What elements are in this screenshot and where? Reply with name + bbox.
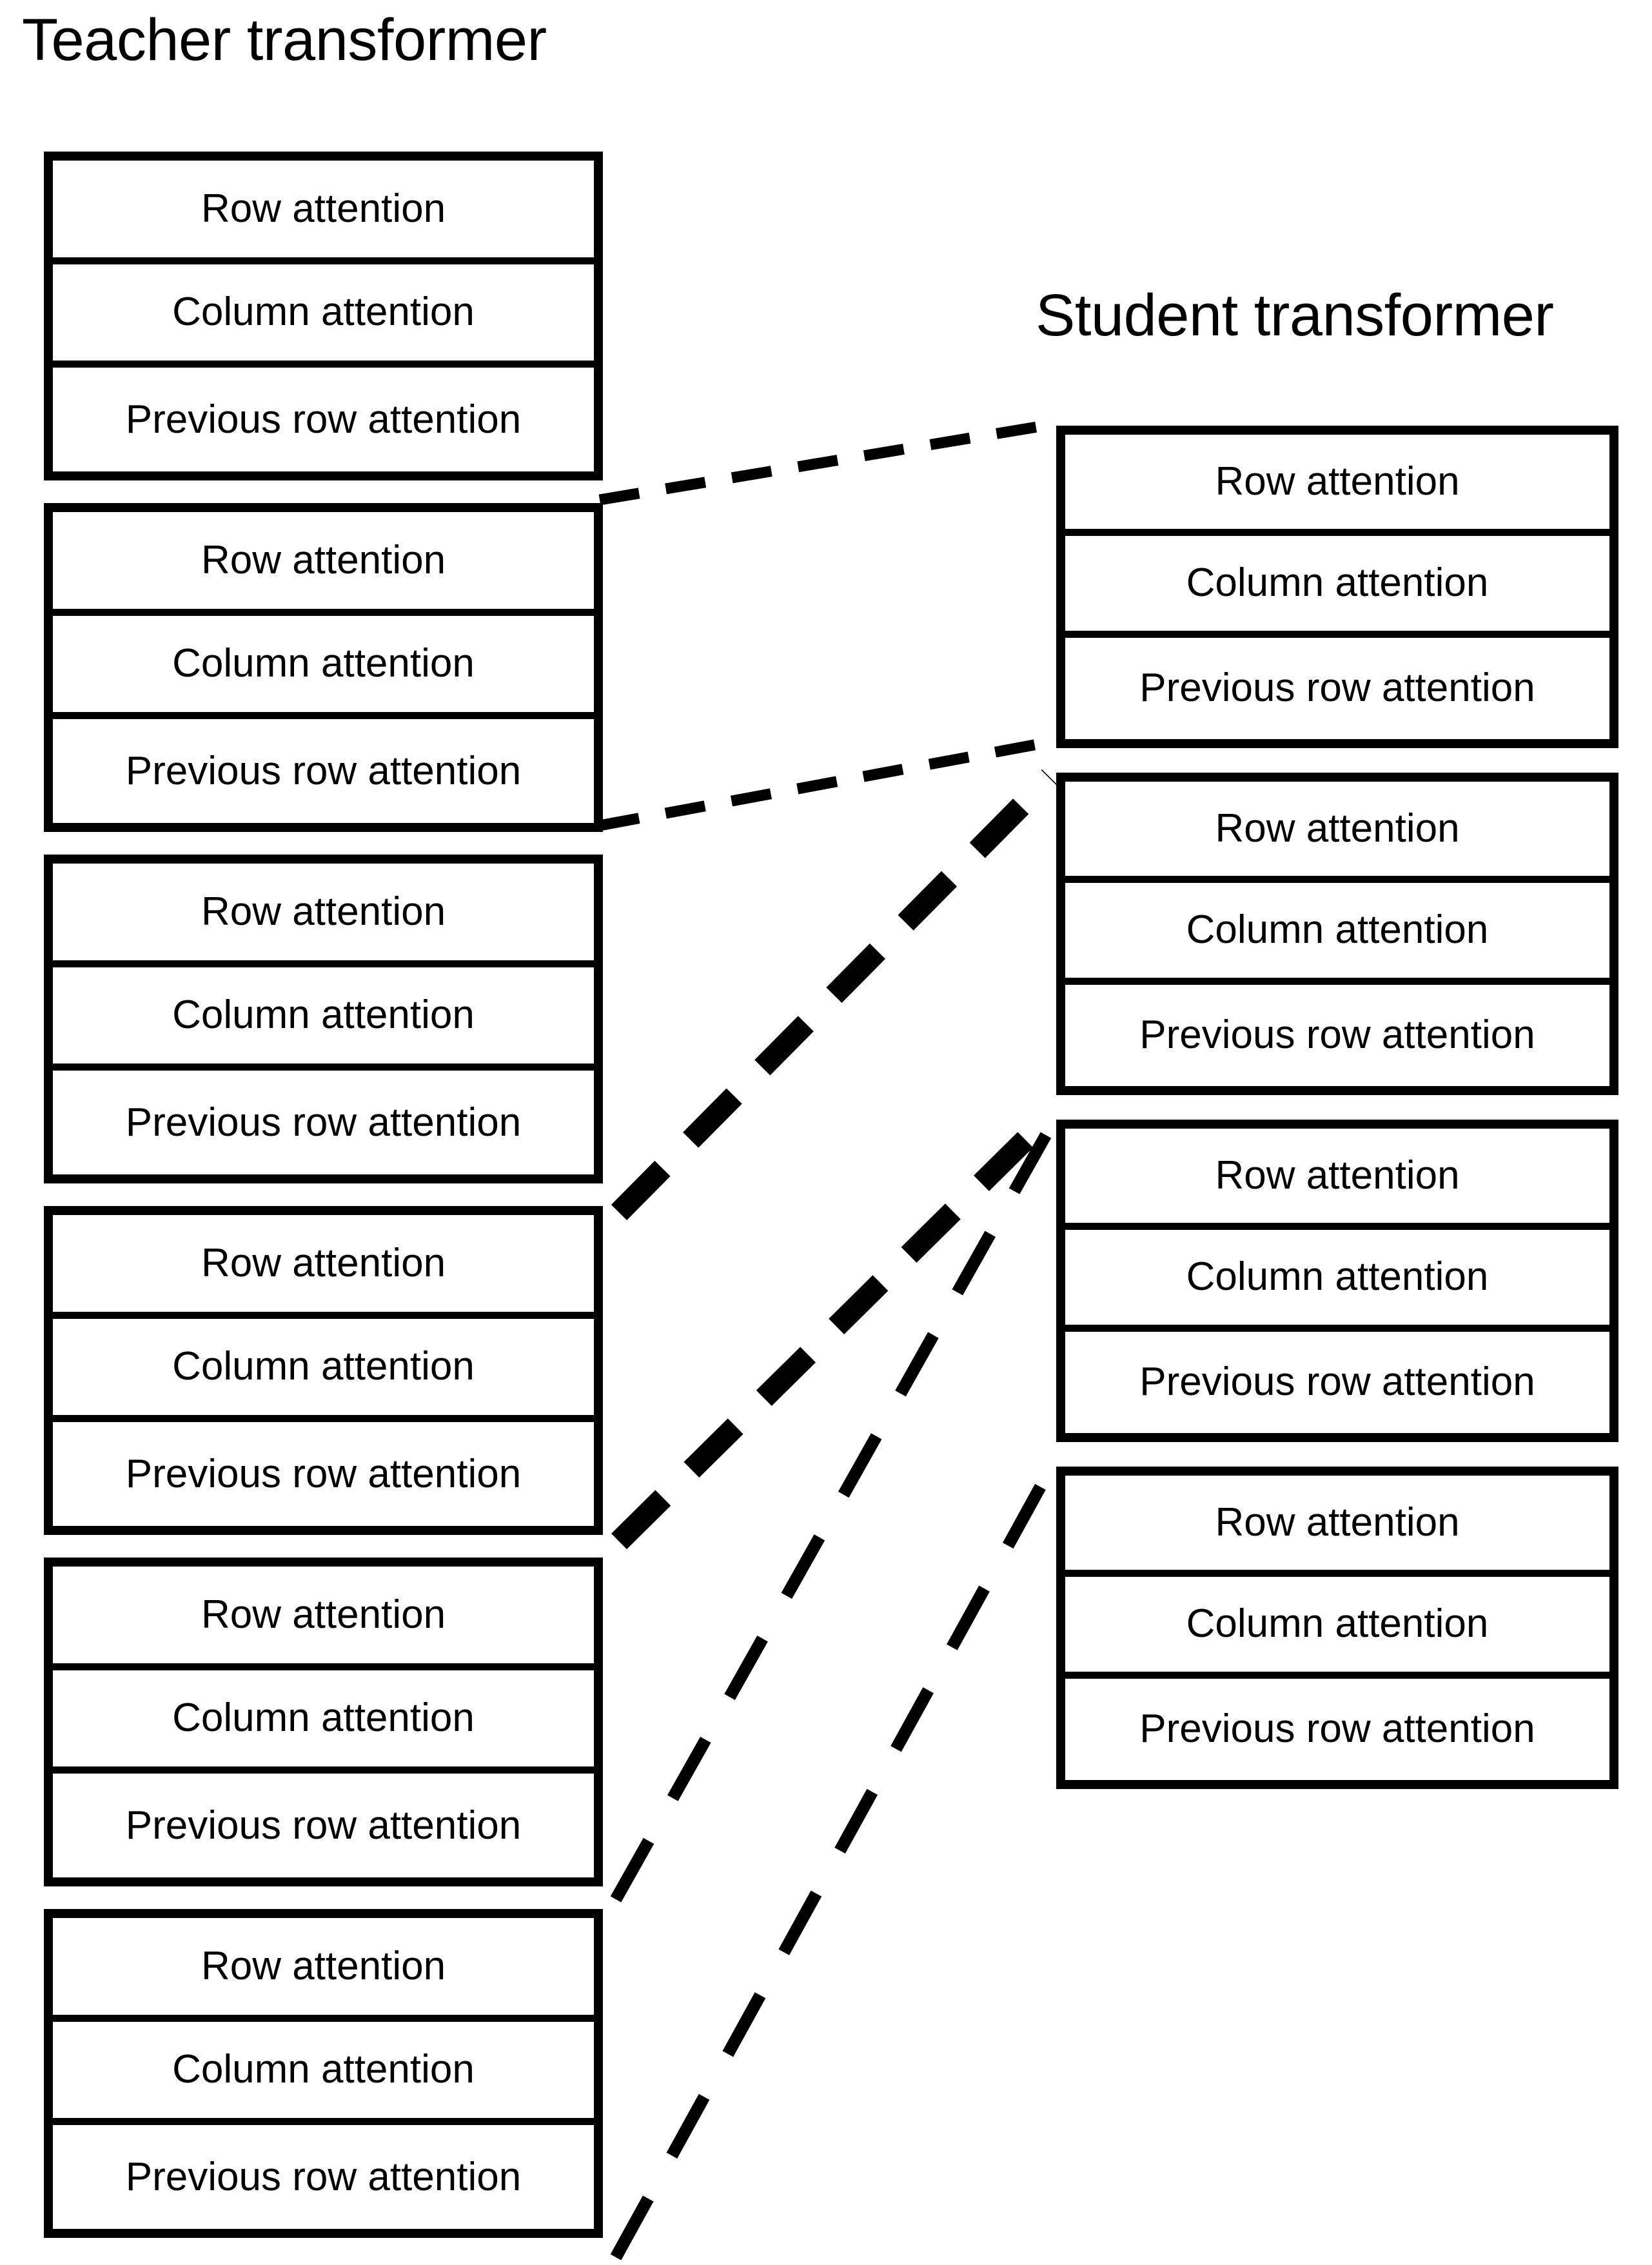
connection-line-2 xyxy=(598,737,1046,831)
teacher-block-3[interactable]: Row attention Column attention Previous … xyxy=(44,855,603,1183)
student-block-1-row-attention[interactable]: Row attention xyxy=(1065,435,1609,537)
connection-line-1 xyxy=(598,420,1046,506)
student-block-3-column-attention[interactable]: Column attention xyxy=(1065,1230,1609,1332)
teacher-block-6-row-attention[interactable]: Row attention xyxy=(53,1918,594,2022)
teacher-block-1-column-attention[interactable]: Column attention xyxy=(53,264,594,368)
previous-row-attention-label: Previous row attention xyxy=(1139,1013,1535,1058)
student-block-2-previous-row-attention[interactable]: Previous row attention xyxy=(1065,984,1609,1086)
teacher-block-1-row-attention[interactable]: Row attention xyxy=(53,161,594,264)
teacher-transformer-title: Teacher transformer xyxy=(22,7,547,73)
previous-row-attention-label: Previous row attention xyxy=(125,1451,522,1496)
connection-line-6 xyxy=(610,1474,1052,2260)
student-block-1-previous-row-attention[interactable]: Previous row attention xyxy=(1065,637,1609,739)
teacher-block-3-previous-row-attention[interactable]: Previous row attention xyxy=(53,1071,594,1174)
student-block-2[interactable]: Row attention Column attention Previous … xyxy=(1056,773,1618,1095)
row-attention-label: Row attention xyxy=(201,889,446,934)
connection-line-4 xyxy=(611,1107,1057,1550)
column-attention-label: Column attention xyxy=(1186,1601,1489,1647)
teacher-block-5-previous-row-attention[interactable]: Previous row attention xyxy=(53,1774,594,1877)
column-attention-label: Column attention xyxy=(172,2047,475,2092)
column-attention-label: Column attention xyxy=(172,1344,475,1389)
previous-row-attention-label: Previous row attention xyxy=(125,748,522,793)
column-attention-label: Column attention xyxy=(1186,1254,1489,1300)
row-attention-label: Row attention xyxy=(1215,806,1460,851)
teacher-block-6-column-attention[interactable]: Column attention xyxy=(53,2021,594,2126)
row-attention-label: Row attention xyxy=(1215,1500,1460,1545)
connection-line-3 xyxy=(611,769,1058,1220)
teacher-block-4[interactable]: Row attention Column attention Previous … xyxy=(44,1206,603,1535)
teacher-block-3-row-attention[interactable]: Row attention xyxy=(53,864,594,967)
student-block-4-previous-row-attention[interactable]: Previous row attention xyxy=(1065,1678,1609,1780)
teacher-block-1[interactable]: Row attention Column attention Previous … xyxy=(44,152,603,480)
teacher-block-2-row-attention[interactable]: Row attention xyxy=(53,512,594,616)
row-attention-label: Row attention xyxy=(201,1943,446,1988)
previous-row-attention-label: Previous row attention xyxy=(125,2154,522,2199)
student-block-2-row-attention[interactable]: Row attention xyxy=(1065,782,1609,884)
student-transformer-title: Student transformer xyxy=(1036,282,1554,348)
student-block-4-column-attention[interactable]: Column attention xyxy=(1065,1577,1609,1679)
row-attention-label: Row attention xyxy=(1215,1153,1460,1198)
student-block-1-column-attention[interactable]: Column attention xyxy=(1065,536,1609,638)
column-attention-label: Column attention xyxy=(1186,907,1489,953)
student-block-3-row-attention[interactable]: Row attention xyxy=(1065,1129,1609,1231)
row-attention-label: Row attention xyxy=(201,1240,446,1285)
teacher-block-1-previous-row-attention[interactable]: Previous row attention xyxy=(53,368,594,471)
teacher-block-2[interactable]: Row attention Column attention Previous … xyxy=(44,503,603,832)
teacher-block-4-row-attention[interactable]: Row attention xyxy=(53,1215,594,1319)
previous-row-attention-label: Previous row attention xyxy=(1139,1706,1535,1752)
teacher-block-4-previous-row-attention[interactable]: Previous row attention xyxy=(53,1422,594,1526)
teacher-block-2-previous-row-attention[interactable]: Previous row attention xyxy=(53,719,594,823)
teacher-block-6[interactable]: Row attention Column attention Previous … xyxy=(44,1909,603,2238)
student-block-1[interactable]: Row attention Column attention Previous … xyxy=(1056,426,1618,748)
teacher-block-5-row-attention[interactable]: Row attention xyxy=(53,1567,594,1670)
teacher-block-4-column-attention[interactable]: Column attention xyxy=(53,1318,594,1423)
student-block-2-column-attention[interactable]: Column attention xyxy=(1065,883,1609,985)
connection-line-5 xyxy=(610,1132,1052,1903)
column-attention-label: Column attention xyxy=(172,993,475,1038)
column-attention-label: Column attention xyxy=(1186,560,1489,606)
row-attention-label: Row attention xyxy=(1215,459,1460,504)
column-attention-label: Column attention xyxy=(172,1696,475,1741)
student-block-4-row-attention[interactable]: Row attention xyxy=(1065,1476,1609,1578)
teacher-block-2-column-attention[interactable]: Column attention xyxy=(53,615,594,720)
previous-row-attention-label: Previous row attention xyxy=(125,397,522,442)
column-attention-label: Column attention xyxy=(172,290,475,335)
teacher-block-6-previous-row-attention[interactable]: Previous row attention xyxy=(53,2125,594,2229)
teacher-block-3-column-attention[interactable]: Column attention xyxy=(53,967,594,1071)
student-block-4[interactable]: Row attention Column attention Previous … xyxy=(1056,1467,1618,1789)
previous-row-attention-label: Previous row attention xyxy=(125,1803,522,1848)
row-attention-label: Row attention xyxy=(201,537,446,582)
row-attention-label: Row attention xyxy=(201,186,446,231)
column-attention-label: Column attention xyxy=(172,641,475,686)
student-block-3[interactable]: Row attention Column attention Previous … xyxy=(1056,1120,1618,1442)
previous-row-attention-label: Previous row attention xyxy=(1139,1360,1535,1405)
previous-row-attention-label: Previous row attention xyxy=(1139,666,1535,711)
row-attention-label: Row attention xyxy=(201,1592,446,1637)
previous-row-attention-label: Previous row attention xyxy=(125,1100,522,1145)
teacher-block-5-column-attention[interactable]: Column attention xyxy=(53,1670,594,1774)
student-block-3-previous-row-attention[interactable]: Previous row attention xyxy=(1065,1331,1609,1433)
teacher-block-5[interactable]: Row attention Column attention Previous … xyxy=(44,1558,603,1886)
